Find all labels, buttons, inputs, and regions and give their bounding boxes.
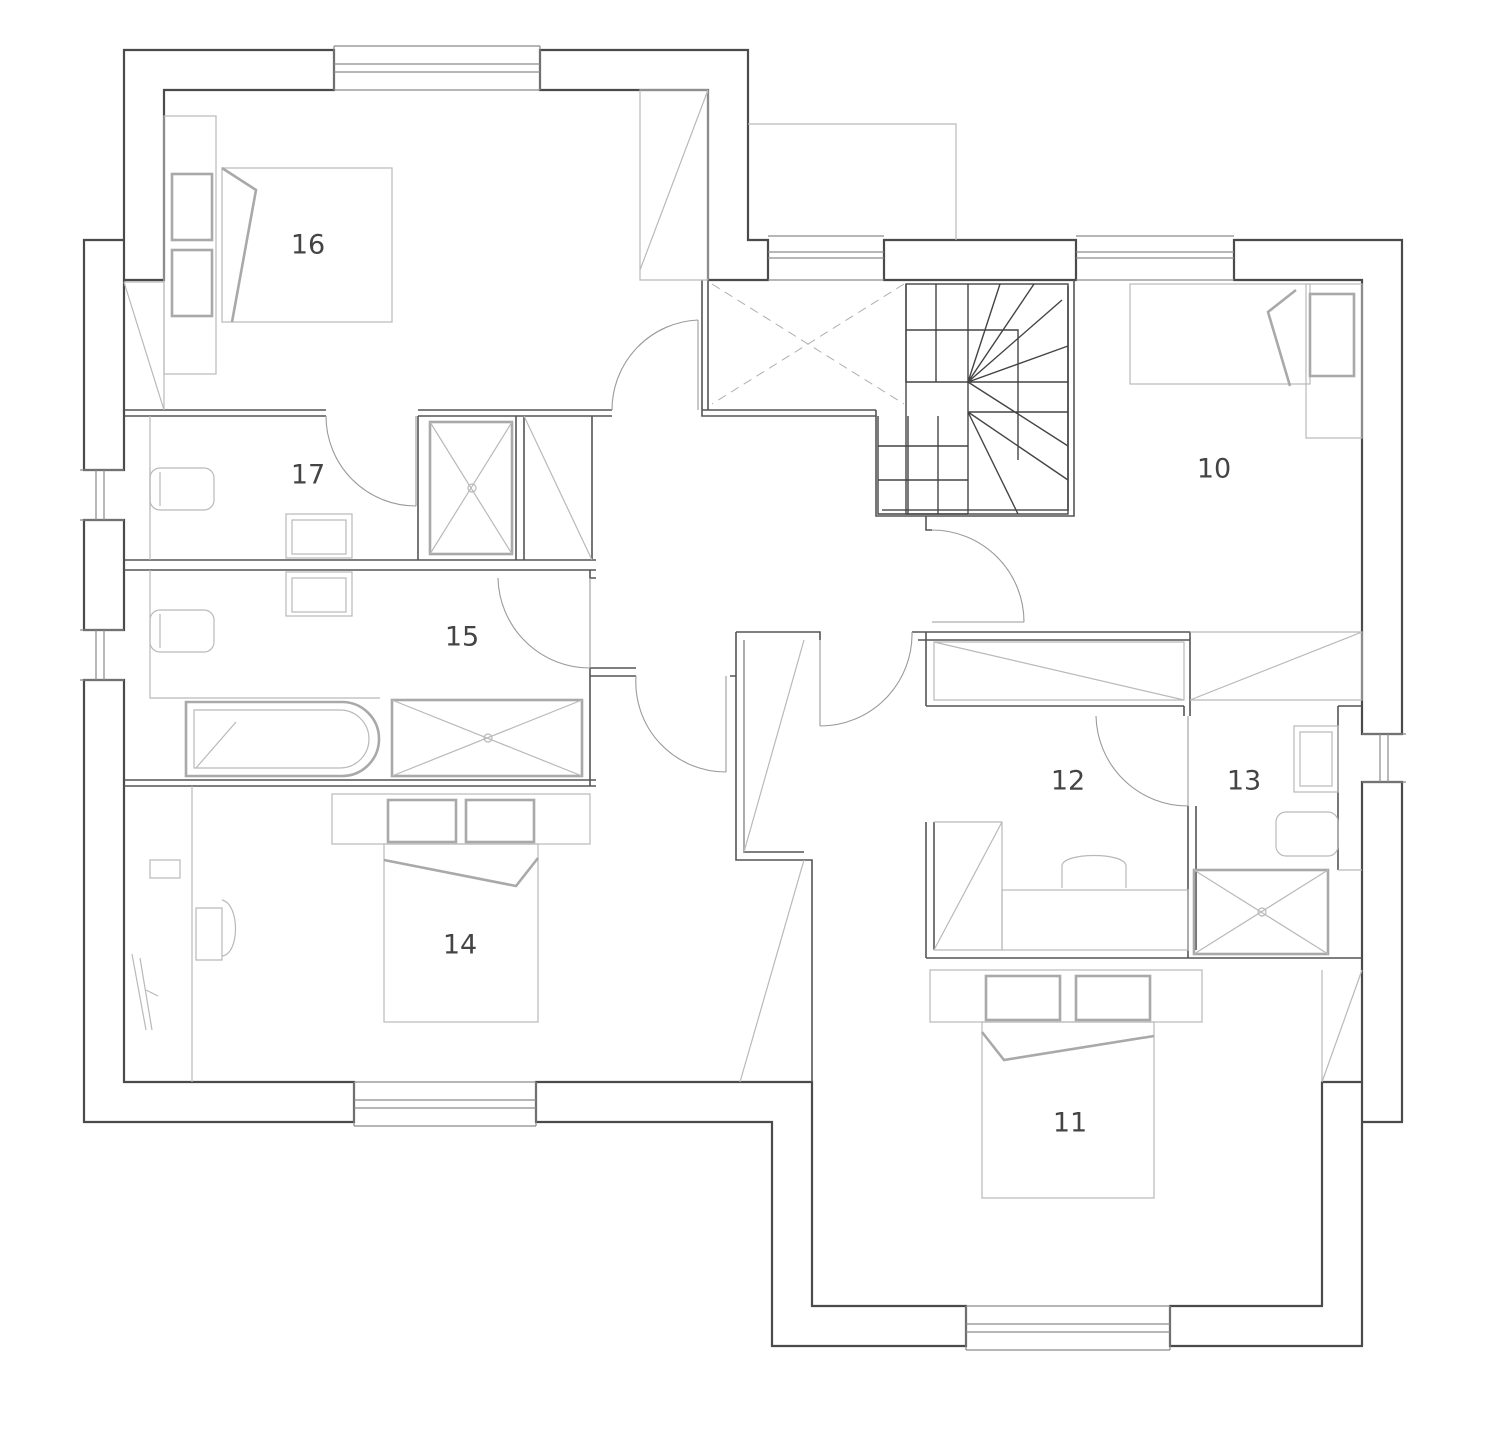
door-room-15 xyxy=(497,577,591,669)
bed-11-cover xyxy=(980,1031,1155,1062)
pillow-14-b xyxy=(464,798,536,844)
drain-13 xyxy=(1257,907,1267,917)
sink-15-basin xyxy=(291,577,347,613)
shower-15-cross xyxy=(391,699,583,777)
room-10-label: 10 xyxy=(1197,454,1231,485)
sink-13 xyxy=(1293,725,1339,793)
window-stair xyxy=(768,235,884,281)
room-14-label: 14 xyxy=(443,930,477,961)
pillow-14-a xyxy=(386,798,458,844)
headboard-10 xyxy=(1305,283,1363,439)
room-16-label: 16 xyxy=(291,230,325,261)
wardrobe-16-left xyxy=(123,281,165,411)
window-left-2 xyxy=(80,629,124,681)
chair-14 xyxy=(195,899,237,961)
pillow-16-b xyxy=(170,248,214,318)
bed-16-cover xyxy=(221,166,258,323)
window-top-right xyxy=(1076,235,1234,281)
chair-12 xyxy=(1061,854,1127,888)
pillow-10 xyxy=(1308,292,1356,378)
chair-14b xyxy=(131,953,159,1031)
sink-13-basin xyxy=(1299,731,1333,787)
window-right xyxy=(1362,733,1406,783)
door-room-12-hall xyxy=(819,631,913,727)
bed-14 xyxy=(383,843,539,1023)
room-15-label: 15 xyxy=(445,622,479,653)
room-17-label: 17 xyxy=(291,460,325,491)
stair-void-cross xyxy=(711,283,905,405)
pillow-16-a xyxy=(170,172,214,242)
shower-15 xyxy=(390,698,584,778)
headboard-16 xyxy=(163,115,217,375)
shower-17 xyxy=(428,420,514,556)
room-13-label: 13 xyxy=(1227,766,1261,797)
lamp-14 xyxy=(149,859,181,879)
window-left-1 xyxy=(80,469,124,521)
shower-17-cross xyxy=(429,421,513,555)
bathtub-15-inner xyxy=(193,709,370,769)
drain-15 xyxy=(483,733,493,743)
bed-16 xyxy=(221,167,393,323)
stair-outline xyxy=(905,283,1069,515)
bed-14-cover xyxy=(383,857,540,888)
bathtub-15 xyxy=(184,700,381,778)
window-bottom-left xyxy=(353,1081,537,1127)
balcony-outline xyxy=(748,123,957,240)
wardrobe-10 xyxy=(1189,631,1363,701)
nightstands-14 xyxy=(331,793,591,845)
toilet-13 xyxy=(1275,811,1339,857)
pillow-11-b xyxy=(1074,974,1152,1022)
stair-treads xyxy=(877,283,1069,515)
sink-17 xyxy=(285,513,353,559)
wardrobe-16-right xyxy=(639,89,709,281)
furniture xyxy=(123,89,1363,1199)
window-bottom-right xyxy=(965,1305,1171,1351)
partition-walls xyxy=(124,280,1362,1082)
bed-10-cover xyxy=(1266,288,1297,387)
bed-11 xyxy=(981,1021,1155,1199)
nightstands-11 xyxy=(929,969,1203,1023)
room-labels: 10 11 12 13 14 15 16 17 xyxy=(291,230,1261,1139)
toilet-17-tank xyxy=(149,468,161,510)
drain-17 xyxy=(467,483,477,493)
wardrobe-11 xyxy=(1321,969,1363,1083)
wardrobe-12-left xyxy=(933,821,1003,951)
windows xyxy=(80,45,1406,1351)
doors xyxy=(325,319,1189,807)
shower-13-cross xyxy=(1193,869,1329,955)
door-room-14 xyxy=(635,675,727,773)
wardrobe-12 xyxy=(933,641,1185,701)
window-top-left xyxy=(333,45,541,91)
pillow-11-a xyxy=(984,974,1062,1022)
room-11-label: 11 xyxy=(1053,1108,1087,1139)
wardrobe-hall-long xyxy=(739,639,805,1083)
door-room-13 xyxy=(1095,715,1189,807)
desk-12 xyxy=(1001,889,1189,951)
sink-15 xyxy=(285,571,353,617)
door-room-10 xyxy=(931,529,1025,623)
sink-17-basin xyxy=(291,519,347,555)
door-room-17 xyxy=(325,415,417,507)
wardrobe-hall xyxy=(523,415,593,561)
door-room-16 xyxy=(611,319,699,411)
shower-13 xyxy=(1192,868,1330,956)
staircase xyxy=(711,283,1069,515)
bath-15-wall xyxy=(149,570,380,699)
room-12-label: 12 xyxy=(1051,766,1085,797)
